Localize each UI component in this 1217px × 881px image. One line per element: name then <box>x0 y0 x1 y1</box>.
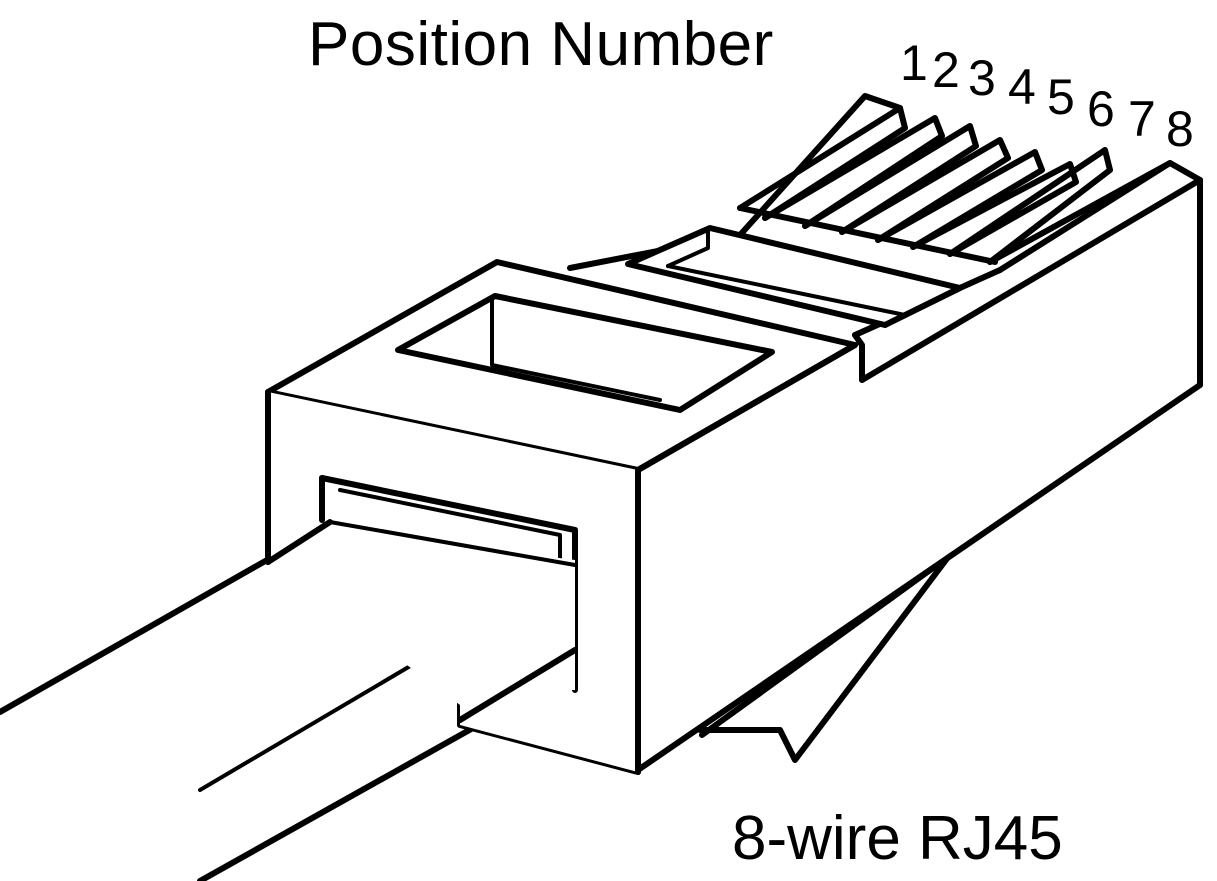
rj45-caption: 8-wire RJ45 <box>732 804 1063 873</box>
position-number-title: Position Number <box>308 10 774 79</box>
pin-number-3: 3 <box>968 50 996 106</box>
pin-number-8: 8 <box>1166 101 1194 157</box>
pin-number-7: 7 <box>1128 91 1156 147</box>
rear-window <box>625 225 963 328</box>
pin-number-4: 4 <box>1008 59 1036 115</box>
cable-front <box>265 519 578 723</box>
pin-number-5: 5 <box>1047 69 1075 125</box>
contact-slots <box>737 105 1173 265</box>
pin-number-6: 6 <box>1087 81 1115 137</box>
pin-number-1: 1 <box>900 35 928 91</box>
pin-number-2: 2 <box>932 42 960 98</box>
